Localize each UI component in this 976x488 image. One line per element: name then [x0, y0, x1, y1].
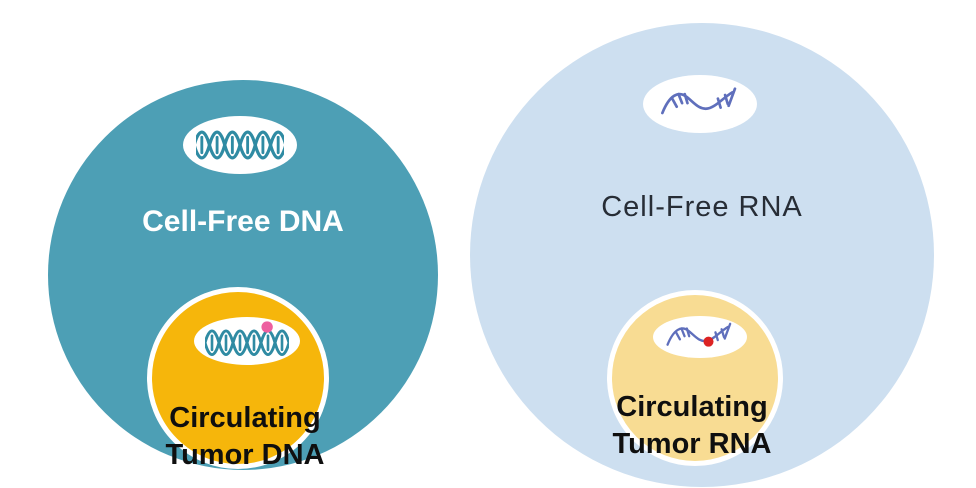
cell-free-rna-label: Cell-Free RNA	[601, 191, 803, 223]
circulating-tumor-rna-label: Circulating Tumor RNA	[542, 389, 842, 463]
rna-icon-oval	[643, 75, 757, 133]
dna-icon-oval	[183, 116, 297, 174]
circulating-tumor-dna-label-line2: Tumor DNA	[165, 439, 325, 471]
rna-strand-mutation-icon	[666, 322, 732, 347]
rna-mutation-dot	[703, 336, 714, 347]
rna-strand-icon	[661, 87, 737, 115]
dna-mutation-dot	[261, 321, 273, 333]
tumor-dna-icon-oval	[194, 317, 300, 365]
tumor-rna-icon-oval	[653, 316, 747, 358]
circulating-tumor-rna-label-line1: Circulating	[616, 391, 768, 423]
circulating-tumor-dna-label: Circulating Tumor DNA	[95, 400, 395, 474]
dna-double-helix-mutation-icon	[205, 321, 289, 357]
circulating-tumor-dna-label-line1: Circulating	[169, 402, 321, 434]
cell-free-dna-label: Cell-Free DNA	[142, 205, 344, 238]
dna-double-helix-icon	[196, 130, 284, 160]
circulating-tumor-rna-label-line2: Tumor RNA	[612, 428, 772, 460]
